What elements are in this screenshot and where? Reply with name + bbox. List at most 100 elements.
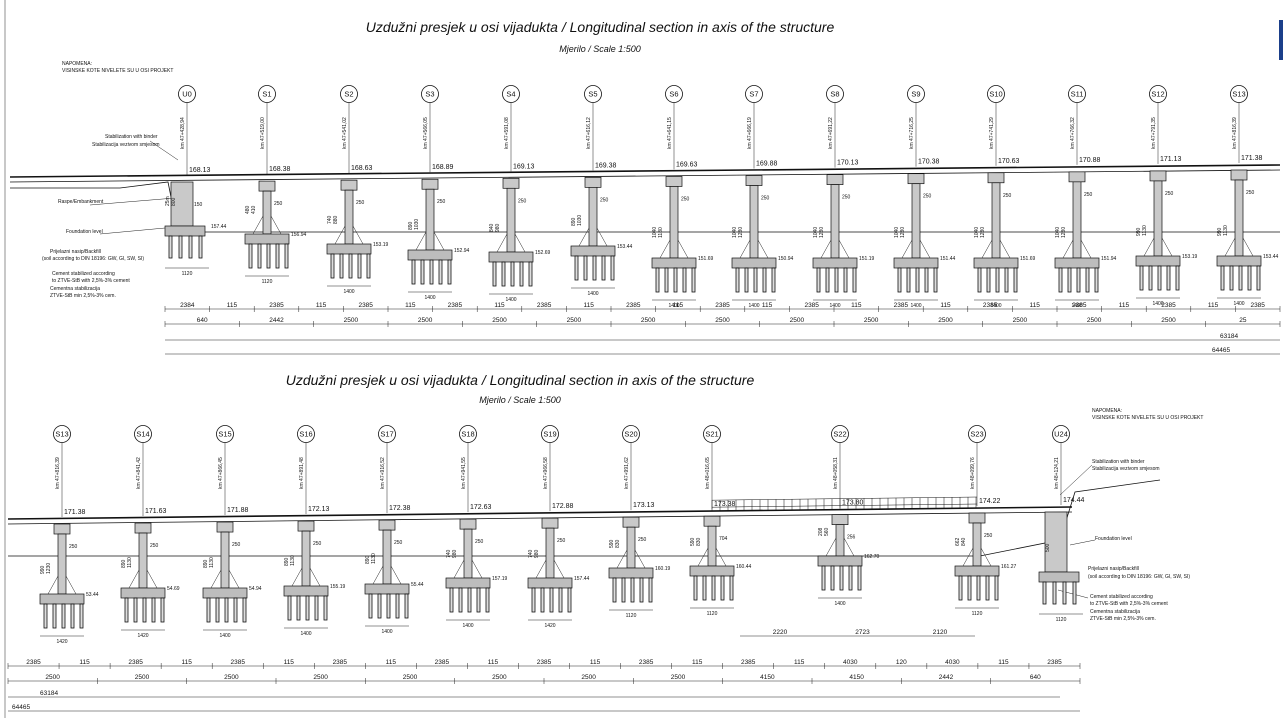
deck-elevation: 171.38 — [64, 509, 86, 516]
station-id: S9 — [911, 90, 920, 99]
pile — [1072, 581, 1077, 605]
pile — [168, 235, 173, 259]
pile — [924, 267, 929, 293]
pier-head — [378, 519, 396, 531]
pile — [1238, 265, 1243, 291]
cap-width: 1400 — [748, 303, 759, 309]
pier-head — [745, 175, 763, 186]
pier-flare — [415, 231, 427, 251]
foundation-elevation: 153.19 — [373, 242, 389, 248]
pier-flare — [535, 559, 547, 579]
section1-side-label: Raspe/Embankment — [58, 199, 104, 205]
pier-flare — [128, 569, 140, 589]
pile — [339, 253, 344, 279]
pile — [540, 587, 545, 613]
dim-row2-value: 640 — [197, 317, 208, 324]
shaft-height: 890 — [284, 557, 290, 566]
station-chainage: km 47+566,05 — [423, 117, 429, 149]
pier-head — [541, 517, 559, 529]
pier-shaft — [1153, 180, 1163, 257]
foundation-elevation: 161.27 — [1001, 564, 1017, 570]
shaft-height: 740 — [528, 549, 534, 558]
dim-row1-value: 2385 — [448, 302, 463, 309]
pile — [1052, 581, 1057, 605]
pier-flare — [820, 239, 832, 259]
pier-shaft — [463, 528, 473, 579]
pier-head-dim: 250 — [313, 541, 322, 547]
dim-row1-value: 2385 — [128, 659, 143, 666]
pile — [467, 587, 472, 613]
shaft-height: 1040 — [894, 227, 900, 238]
pile — [574, 255, 579, 281]
pier-flare — [962, 547, 974, 567]
pile — [583, 255, 588, 281]
station-chainage: km 48+016,65 — [705, 457, 711, 489]
dim-row2-value: 2500 — [492, 674, 507, 681]
dim-row1-value: 115 — [1208, 302, 1219, 309]
pier-shaft — [138, 532, 148, 589]
dim-total1: 63184 — [1220, 333, 1238, 340]
pile — [151, 597, 156, 623]
dim-row1-value: 115 — [284, 659, 295, 666]
dim-row1-value: 115 — [386, 659, 397, 666]
pier-head-dim: 256 — [847, 535, 856, 541]
section2-side-label: ZTVE-StB min 2,5%-3% cem. — [1090, 616, 1156, 622]
pile — [976, 575, 981, 601]
cap-width: 1120 — [626, 613, 637, 619]
pier-shaft — [425, 188, 435, 251]
pile — [233, 597, 238, 623]
pile — [178, 235, 183, 259]
station-id: S3 — [425, 90, 434, 99]
pile — [248, 243, 253, 269]
station-id: S16 — [299, 430, 312, 439]
pier-flare — [433, 231, 445, 251]
pier-head-dim: 250 — [761, 196, 770, 202]
cap-width: 1400 — [343, 289, 354, 295]
pier-flare — [981, 239, 993, 259]
station-id: S11 — [1071, 90, 1084, 99]
foundation-elevation: 151.69 — [1020, 256, 1036, 262]
station-chainage: km 48+058,31 — [833, 457, 839, 489]
pier-head — [987, 172, 1005, 184]
pier-head-dim: 250 — [984, 533, 993, 539]
truss-top-chord — [711, 496, 978, 501]
dim-row1-value: 2385 — [26, 659, 41, 666]
station-id: S2 — [344, 90, 353, 99]
pier-flare — [838, 239, 850, 259]
pile — [771, 267, 776, 293]
pile — [567, 587, 572, 613]
shaft-height: 890 — [121, 559, 127, 568]
cap-width: 1400 — [300, 631, 311, 637]
pile — [501, 261, 506, 287]
deck-elevation: 171.63 — [145, 508, 167, 515]
pier-height: 1280 — [819, 227, 825, 238]
deck-elevation: 173.80 — [842, 500, 864, 507]
pile — [639, 577, 644, 603]
pile-cap — [570, 245, 616, 257]
pier-shaft — [382, 529, 392, 585]
pier-flare — [578, 227, 590, 247]
station-chainage: km 47+591,08 — [504, 117, 510, 149]
pier-height: 500 — [1045, 543, 1051, 552]
shaft-height: 1040 — [813, 227, 819, 238]
pier-shaft — [749, 185, 759, 259]
dim-row2-value: 640 — [1030, 674, 1041, 681]
deck-top — [9, 164, 1281, 178]
pile-cap — [445, 577, 491, 589]
cap-width: 1400 — [990, 303, 1001, 309]
pile-cap — [364, 583, 410, 595]
pile — [1004, 267, 1009, 293]
pile — [133, 597, 138, 623]
dim-row1-value: 4030 — [945, 659, 960, 666]
dim-row2-value: 2500 — [45, 674, 60, 681]
pier-flare — [999, 239, 1011, 259]
pier-height: 1130 — [371, 553, 377, 564]
section1-side-label: Stabilizacija vezivom smjesom — [92, 142, 160, 148]
dim-total2: 64465 — [12, 704, 30, 711]
cap-width: 1120 — [262, 279, 273, 285]
section1-side-label: to ZTVE-StB with 2,5%-3% cement — [52, 278, 130, 284]
dim-row2-value: 2442 — [269, 317, 284, 324]
station-id: S19 — [543, 430, 556, 439]
pile — [729, 575, 734, 601]
